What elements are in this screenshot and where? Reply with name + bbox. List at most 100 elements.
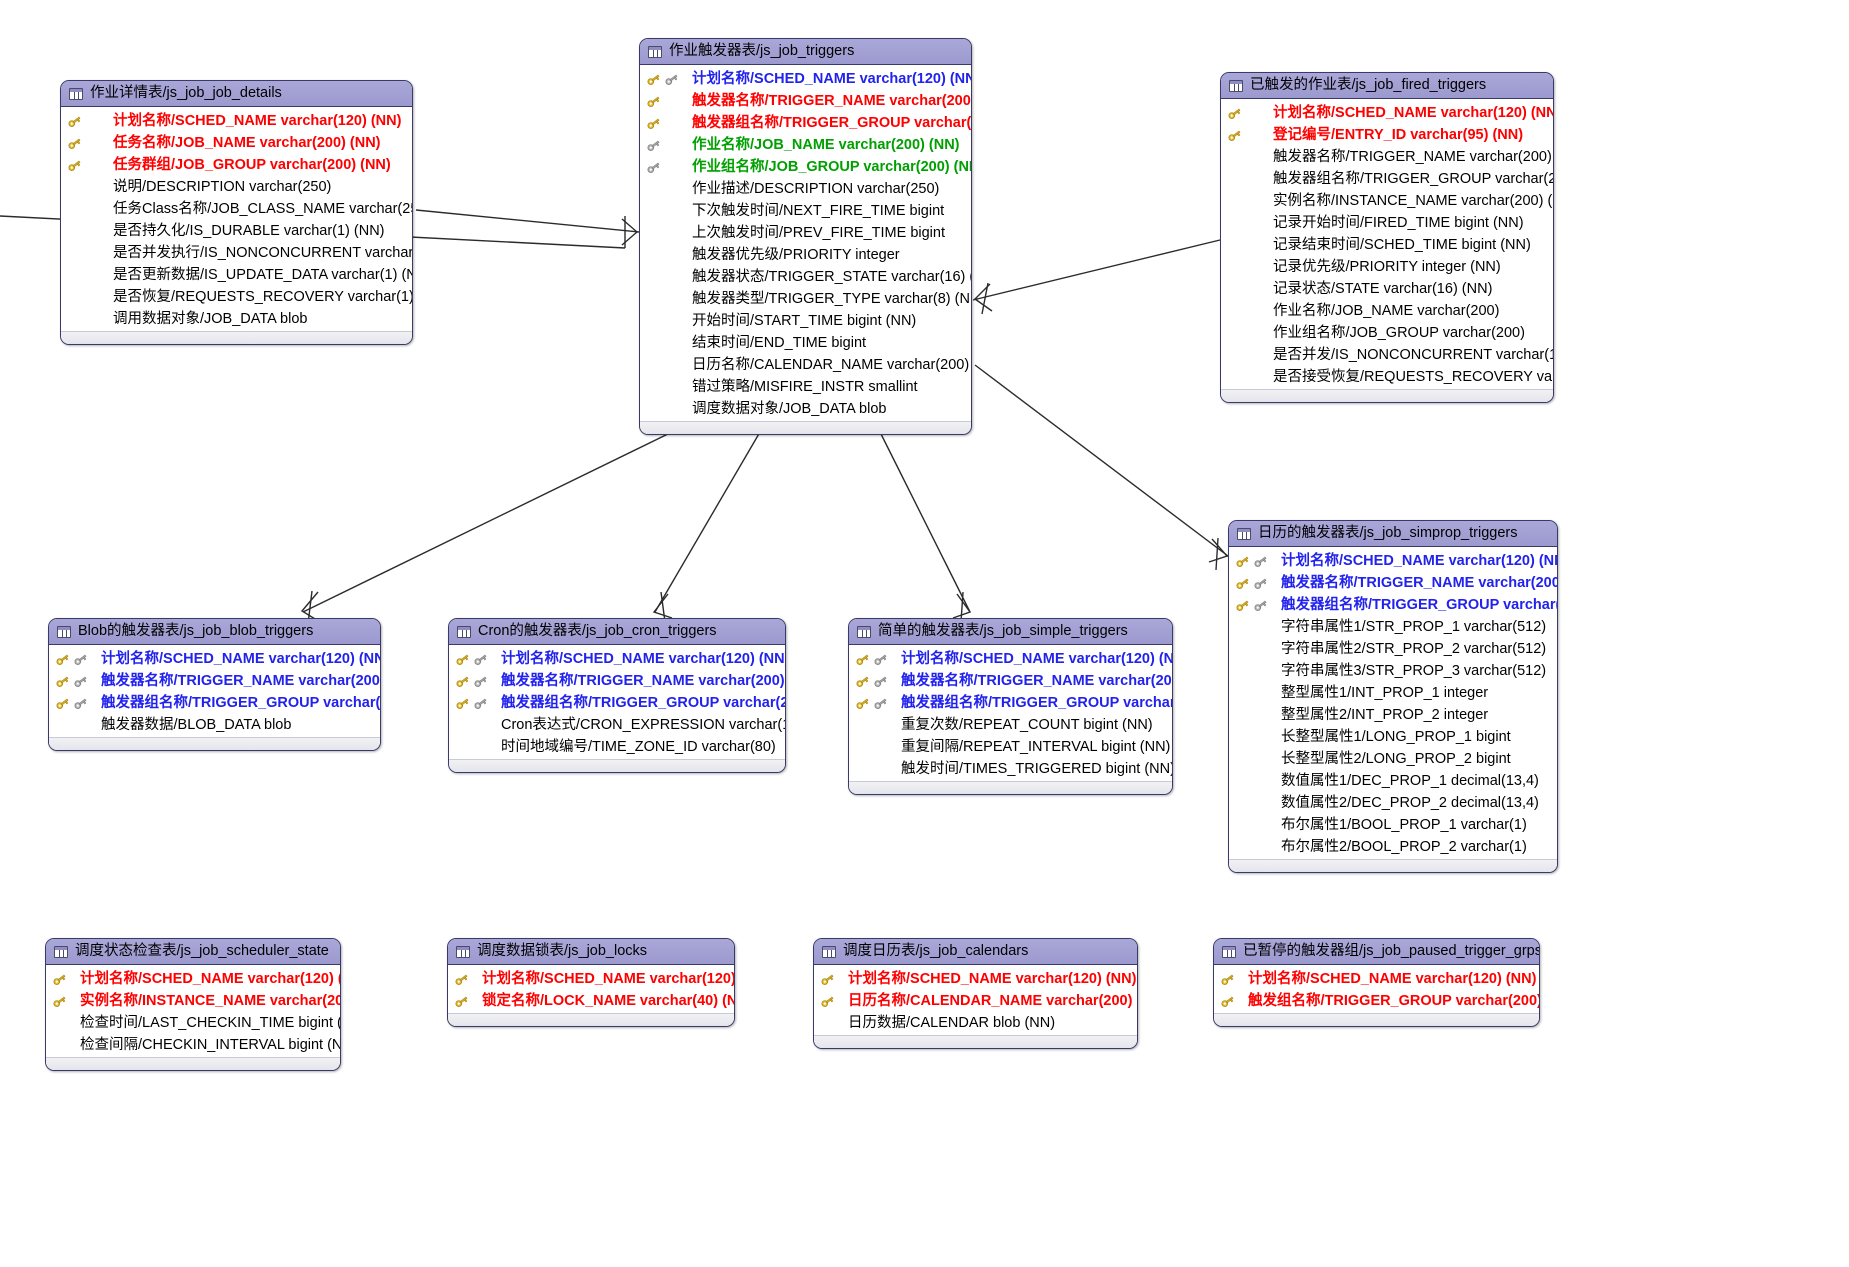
entity-column[interactable]: 触发器名称/TRIGGER_NAME varchar(200) (NN) [1221, 146, 1553, 168]
entity-column[interactable]: 时间地域编号/TIME_ZONE_ID varchar(80) [449, 736, 785, 758]
entity-column[interactable]: 触发器名称/TRIGGER_NAME varchar(200) (NN) [449, 670, 785, 692]
entity-title-bar[interactable]: Blob的触发器表/js_job_blob_triggers [49, 619, 380, 645]
entity-column[interactable]: 触发器名称/TRIGGER_NAME varchar(200) (NN) [640, 90, 971, 112]
entity-title-bar[interactable]: 已暂停的触发器组/js_job_paused_trigger_grps [1214, 939, 1539, 965]
entity-column[interactable]: 作业组名称/JOB_GROUP varchar(200) [1221, 322, 1553, 344]
entity-column[interactable]: 计划名称/SCHED_NAME varchar(120) (NN) [1221, 102, 1553, 124]
entity-column[interactable]: 实例名称/INSTANCE_NAME varchar(200) (NN) [1221, 190, 1553, 212]
entity-js_job_fired_triggers[interactable]: 已触发的作业表/js_job_fired_triggers 计划名称/SCHED_… [1220, 72, 1554, 403]
entity-column[interactable]: 下次触发时间/NEXT_FIRE_TIME bigint [640, 200, 971, 222]
entity-column[interactable]: 作业名称/JOB_NAME varchar(200) [1221, 300, 1553, 322]
entity-column[interactable]: 长整型属性1/LONG_PROP_1 bigint [1229, 726, 1557, 748]
entity-js_job_locks[interactable]: 调度数据锁表/js_job_locks 计划名称/SCHED_NAME varch… [447, 938, 735, 1027]
entity-column[interactable]: 上次触发时间/PREV_FIRE_TIME bigint [640, 222, 971, 244]
entity-column[interactable]: 计划名称/SCHED_NAME varchar(120) (NN) [814, 968, 1137, 990]
entity-column[interactable]: 数值属性1/DEC_PROP_1 decimal(13,4) [1229, 770, 1557, 792]
entity-column[interactable]: 锁定名称/LOCK_NAME varchar(40) (NN) [448, 990, 734, 1012]
entity-column[interactable]: 触发组名称/TRIGGER_GROUP varchar(200) (NN) [1214, 990, 1539, 1012]
entity-column[interactable]: 登记编号/ENTRY_ID varchar(95) (NN) [1221, 124, 1553, 146]
entity-column[interactable]: 长整型属性2/LONG_PROP_2 bigint [1229, 748, 1557, 770]
entity-column[interactable]: 计划名称/SCHED_NAME varchar(120) (NN) [849, 648, 1172, 670]
entity-title-bar[interactable]: 日历的触发器表/js_job_simprop_triggers [1229, 521, 1557, 547]
entity-column[interactable]: 实例名称/INSTANCE_NAME varchar(200) (NN) [46, 990, 340, 1012]
entity-column[interactable]: 调度数据对象/JOB_DATA blob [640, 398, 971, 420]
entity-column[interactable]: 检查时间/LAST_CHECKIN_TIME bigint (NN) [46, 1012, 340, 1034]
entity-column[interactable]: 触发器组名称/TRIGGER_GROUP varchar(200) (NN) [49, 692, 380, 714]
entity-column[interactable]: 是否恢复/REQUESTS_RECOVERY varchar(1) (NN) [61, 286, 412, 308]
entity-column[interactable]: 计划名称/SCHED_NAME varchar(120) (NN) [449, 648, 785, 670]
entity-js_job_simprop_triggers[interactable]: 日历的触发器表/js_job_simprop_triggers 计划名称/SCHE… [1228, 520, 1558, 873]
entity-column[interactable]: 任务名称/JOB_NAME varchar(200) (NN) [61, 132, 412, 154]
entity-column[interactable]: 字符串属性2/STR_PROP_2 varchar(512) [1229, 638, 1557, 660]
entity-column[interactable]: 整型属性2/INT_PROP_2 integer [1229, 704, 1557, 726]
entity-column[interactable]: 数值属性2/DEC_PROP_2 decimal(13,4) [1229, 792, 1557, 814]
entity-column[interactable]: 作业组名称/JOB_GROUP varchar(200) (NN) [640, 156, 971, 178]
entity-column[interactable]: 触发器数据/BLOB_DATA blob [49, 714, 380, 736]
entity-column[interactable]: 触发器名称/TRIGGER_NAME varchar(200) (NN) [1229, 572, 1557, 594]
entity-column[interactable]: 布尔属性1/BOOL_PROP_1 varchar(1) [1229, 814, 1557, 836]
entity-column[interactable]: 触发器组名称/TRIGGER_GROUP varchar(200) (NN) [1229, 594, 1557, 616]
entity-column[interactable]: 任务群组/JOB_GROUP varchar(200) (NN) [61, 154, 412, 176]
entity-column[interactable]: 计划名称/SCHED_NAME varchar(120) (NN) [640, 68, 971, 90]
entity-column[interactable]: 计划名称/SCHED_NAME varchar(120) (NN) [448, 968, 734, 990]
entity-js_job_scheduler_state[interactable]: 调度状态检查表/js_job_scheduler_state 计划名称/SCHED… [45, 938, 341, 1071]
entity-title-bar[interactable]: 调度数据锁表/js_job_locks [448, 939, 734, 965]
entity-js_job_cron_triggers[interactable]: Cron的触发器表/js_job_cron_triggers 计划名称/SCHED… [448, 618, 786, 773]
entity-js_job_calendars[interactable]: 调度日历表/js_job_calendars 计划名称/SCHED_NAME va… [813, 938, 1138, 1049]
entity-title-bar[interactable]: 作业详情表/js_job_job_details [61, 81, 412, 107]
entity-column[interactable]: 计划名称/SCHED_NAME varchar(120) (NN) [1214, 968, 1539, 990]
entity-column[interactable]: 计划名称/SCHED_NAME varchar(120) (NN) [46, 968, 340, 990]
entity-column[interactable]: 记录开始时间/FIRED_TIME bigint (NN) [1221, 212, 1553, 234]
entity-column[interactable]: 是否持久化/IS_DURABLE varchar(1) (NN) [61, 220, 412, 242]
entity-column[interactable]: 重复间隔/REPEAT_INTERVAL bigint (NN) [849, 736, 1172, 758]
entity-column[interactable]: 记录结束时间/SCHED_TIME bigint (NN) [1221, 234, 1553, 256]
entity-column[interactable]: 错过策略/MISFIRE_INSTR smallint [640, 376, 971, 398]
entity-column[interactable]: 是否并发/IS_NONCONCURRENT varchar(1) [1221, 344, 1553, 366]
entity-title-bar[interactable]: Cron的触发器表/js_job_cron_triggers [449, 619, 785, 645]
entity-column[interactable]: 触发器名称/TRIGGER_NAME varchar(200) (NN) [849, 670, 1172, 692]
entity-column[interactable]: 日历名称/CALENDAR_NAME varchar(200) (NN) [814, 990, 1137, 1012]
entity-column[interactable]: 记录状态/STATE varchar(16) (NN) [1221, 278, 1553, 300]
entity-column[interactable]: 触发器优先级/PRIORITY integer [640, 244, 971, 266]
entity-title-bar[interactable]: 简单的触发器表/js_job_simple_triggers [849, 619, 1172, 645]
entity-column[interactable]: 说明/DESCRIPTION varchar(250) [61, 176, 412, 198]
entity-column[interactable]: 记录优先级/PRIORITY integer (NN) [1221, 256, 1553, 278]
entity-column[interactable]: 触发器组名称/TRIGGER_GROUP varchar(200) (NN) [640, 112, 971, 134]
entity-column[interactable]: 调用数据对象/JOB_DATA blob [61, 308, 412, 330]
entity-column[interactable]: 作业名称/JOB_NAME varchar(200) (NN) [640, 134, 971, 156]
entity-title-bar[interactable]: 调度日历表/js_job_calendars [814, 939, 1137, 965]
entity-column[interactable]: 计划名称/SCHED_NAME varchar(120) (NN) [49, 648, 380, 670]
entity-column[interactable]: 重复次数/REPEAT_COUNT bigint (NN) [849, 714, 1172, 736]
entity-column[interactable]: 结束时间/END_TIME bigint [640, 332, 971, 354]
entity-column[interactable]: Cron表达式/CRON_EXPRESSION varchar(120) (NN… [449, 714, 785, 736]
entity-title-bar[interactable]: 调度状态检查表/js_job_scheduler_state [46, 939, 340, 965]
entity-column[interactable]: 触发器名称/TRIGGER_NAME varchar(200) (NN) [49, 670, 380, 692]
entity-column[interactable]: 触发器类型/TRIGGER_TYPE varchar(8) (NN) [640, 288, 971, 310]
entity-column[interactable]: 字符串属性3/STR_PROP_3 varchar(512) [1229, 660, 1557, 682]
entity-column[interactable]: 日历数据/CALENDAR blob (NN) [814, 1012, 1137, 1034]
entity-title-bar[interactable]: 作业触发器表/js_job_triggers [640, 39, 971, 65]
entity-column[interactable]: 触发器组名称/TRIGGER_GROUP varchar(200) (NN) [849, 692, 1172, 714]
entity-column[interactable]: 字符串属性1/STR_PROP_1 varchar(512) [1229, 616, 1557, 638]
entity-column[interactable]: 日历名称/CALENDAR_NAME varchar(200) [640, 354, 971, 376]
entity-js_job_job_details[interactable]: 作业详情表/js_job_job_details 计划名称/SCHED_NAME … [60, 80, 413, 345]
entity-column[interactable]: 布尔属性2/BOOL_PROP_2 varchar(1) [1229, 836, 1557, 858]
entity-js_job_paused_trigger_grps[interactable]: 已暂停的触发器组/js_job_paused_trigger_grps 计划名称/… [1213, 938, 1540, 1027]
entity-column[interactable]: 整型属性1/INT_PROP_1 integer [1229, 682, 1557, 704]
entity-column[interactable]: 是否接受恢复/REQUESTS_RECOVERY varchar(1) [1221, 366, 1553, 388]
entity-column[interactable]: 检查间隔/CHECKIN_INTERVAL bigint (NN) [46, 1034, 340, 1056]
entity-column[interactable]: 触发器状态/TRIGGER_STATE varchar(16) (NN) [640, 266, 971, 288]
entity-column[interactable]: 触发器组名称/TRIGGER_GROUP varchar(200) (NN) [449, 692, 785, 714]
entity-column[interactable]: 作业描述/DESCRIPTION varchar(250) [640, 178, 971, 200]
entity-title-bar[interactable]: 已触发的作业表/js_job_fired_triggers [1221, 73, 1553, 99]
entity-js_job_triggers[interactable]: 作业触发器表/js_job_triggers 计划名称/SCHED_NAME va… [639, 38, 972, 435]
entity-column[interactable]: 开始时间/START_TIME bigint (NN) [640, 310, 971, 332]
entity-column[interactable]: 是否并发执行/IS_NONCONCURRENT varchar(1) (NN) [61, 242, 412, 264]
entity-column[interactable]: 计划名称/SCHED_NAME varchar(120) (NN) [1229, 550, 1557, 572]
entity-column[interactable]: 是否更新数据/IS_UPDATE_DATA varchar(1) (NN) [61, 264, 412, 286]
entity-column[interactable]: 任务Class名称/JOB_CLASS_NAME varchar(250) (N… [61, 198, 412, 220]
entity-js_job_simple_triggers[interactable]: 简单的触发器表/js_job_simple_triggers 计划名称/SCHED… [848, 618, 1173, 795]
entity-column[interactable]: 触发器组名称/TRIGGER_GROUP varchar(200) (NN) [1221, 168, 1553, 190]
entity-column[interactable]: 计划名称/SCHED_NAME varchar(120) (NN) [61, 110, 412, 132]
entity-js_job_blob_triggers[interactable]: Blob的触发器表/js_job_blob_triggers 计划名称/SCHED… [48, 618, 381, 751]
